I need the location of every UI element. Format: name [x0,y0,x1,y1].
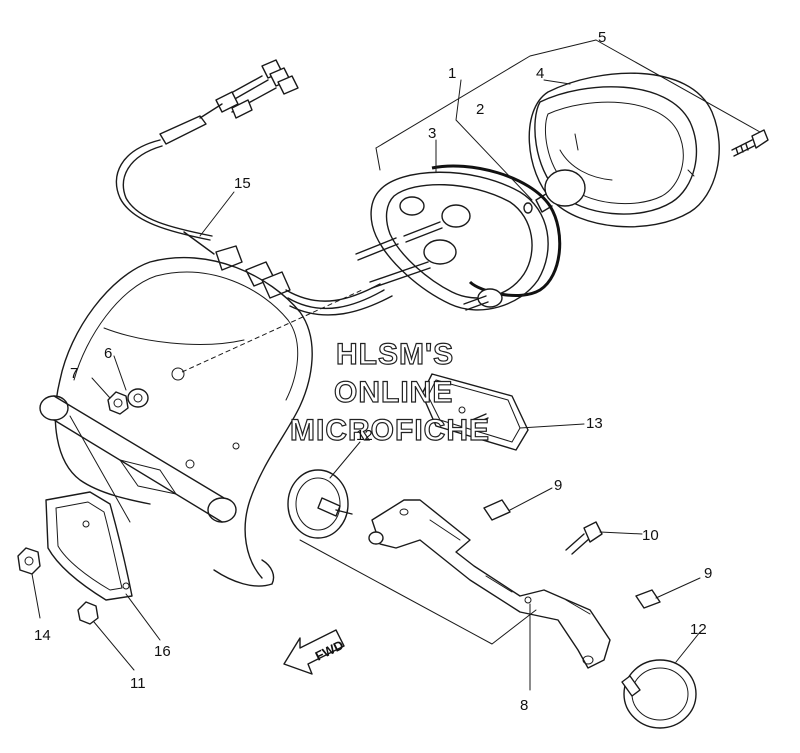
callout-12-upper: 12 [356,427,373,444]
watermark-line-3: MICROFICHE [290,414,490,447]
leader-lines [31,39,761,691]
callout-9-upper: 9 [554,477,562,494]
callout-10: 10 [642,527,659,544]
callout-1: 1 [448,65,456,82]
side-reflector-upper [287,469,353,539]
callout-15: 15 [234,175,251,192]
lens-screw [731,129,769,157]
spacer-plate-upper [483,499,511,521]
license-bracket [45,491,133,601]
washer [127,388,149,408]
callout-labels: 1 2 3 4 5 6 7 8 9 9 10 11 12 12 13 14 15… [34,29,712,714]
callout-3: 3 [428,125,436,142]
rear-fender-cover [39,256,363,587]
bracket-nut-14 [17,547,41,575]
flange-nut [107,391,129,415]
wiring-harness [115,59,393,316]
callout-13: 13 [586,415,603,432]
tail-light-base [355,171,549,311]
reflector-bracket [368,499,611,669]
callout-5: 5 [598,29,606,46]
side-reflector-lower [621,659,697,729]
bulb [535,169,586,213]
callout-11: 11 [130,675,146,692]
callout-14: 14 [34,627,51,644]
watermark: HLSM'S ONLINE MICROFICHE [289,337,490,447]
callout-4: 4 [536,65,544,82]
watermark-line-1: HLSM'S [336,338,454,371]
bracket-nut-11 [77,601,99,625]
callout-7: 7 [70,365,78,382]
gasket [431,164,562,297]
callout-8: 8 [520,697,528,714]
flange-bolt [565,521,603,555]
callout-9-lower: 9 [704,565,712,582]
forward-direction-arrow: FWD [283,629,346,675]
callout-16: 16 [154,643,171,660]
callout-12-lower: 12 [690,621,707,638]
callout-6: 6 [104,345,112,362]
tail-light-lens [528,72,720,228]
watermark-line-2: ONLINE [334,376,453,409]
spacer-plate-lower [635,589,661,609]
reflector [421,373,529,451]
callout-2: 2 [476,101,484,118]
